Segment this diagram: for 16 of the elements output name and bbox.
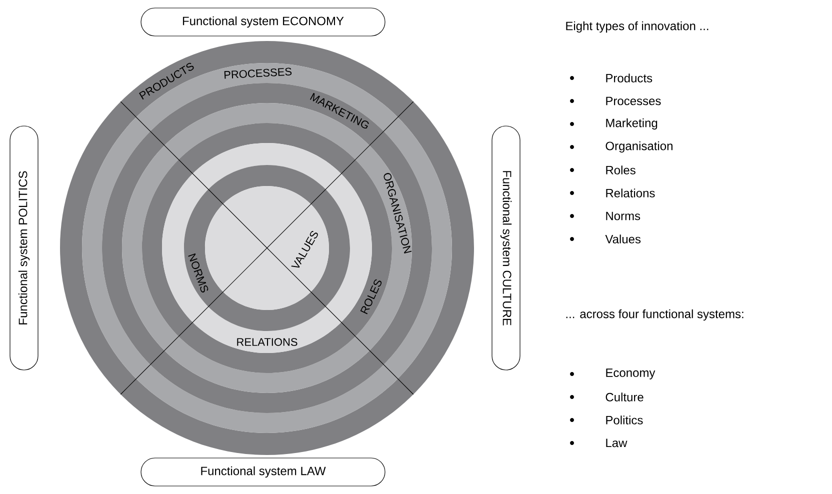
list-item: Marketing [606, 118, 658, 130]
ring-label: RELATIONS [237, 338, 298, 346]
list-item: Law [606, 438, 628, 448]
list-item: Processes [606, 96, 661, 106]
list-item: Relations [606, 188, 655, 198]
list-item: Economy [606, 368, 656, 380]
list-item: Values [605, 234, 641, 244]
ring-label: PROCESSES [224, 68, 292, 79]
heading-text: Eight types of innovation ... [566, 21, 708, 33]
list-item: Organisation [606, 141, 672, 153]
list-item: Norms [606, 212, 640, 220]
list-item: Roles [606, 166, 636, 174]
list-item: Politics [606, 416, 643, 424]
list-item: Culture [606, 392, 644, 402]
heading-text: ... across four functional systems: [566, 309, 744, 321]
list-item: Products [606, 74, 652, 82]
